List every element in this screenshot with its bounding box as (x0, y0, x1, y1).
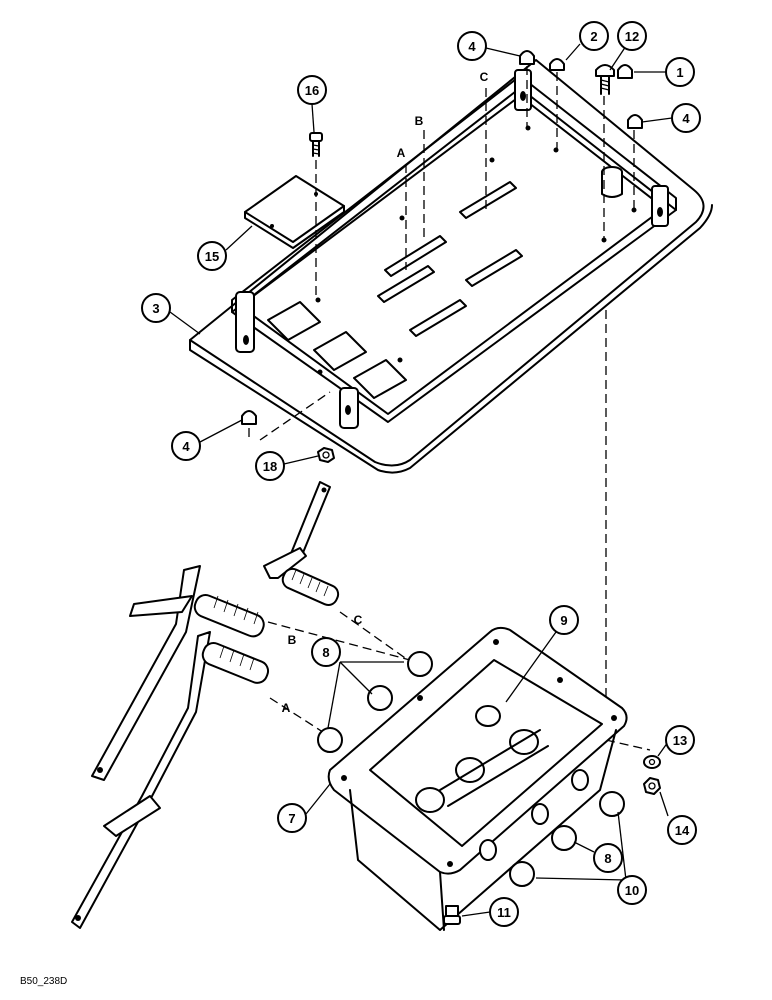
svg-text:9: 9 (560, 613, 567, 628)
path-label-a: A (397, 146, 406, 160)
path-label-c: C (354, 613, 363, 627)
callout-4: 4 (171, 431, 201, 461)
svg-text:4: 4 (682, 111, 690, 126)
path-label-b: B (288, 633, 297, 647)
bushings (317, 651, 625, 887)
path-label-a: A (282, 701, 291, 715)
washers (643, 755, 661, 795)
drawing-reference: B50_238D (20, 976, 67, 987)
callout-3: 3 (141, 293, 171, 323)
svg-text:13: 13 (673, 733, 687, 748)
housing (327, 626, 628, 931)
callout-4: 4 (457, 31, 487, 61)
callout-7: 7 (277, 803, 307, 833)
lever-c (263, 481, 340, 606)
drain-plug (443, 905, 461, 925)
callout-15: 15 (197, 241, 227, 271)
top-plate-assembly (189, 59, 713, 474)
callout-9: 9 (549, 605, 579, 635)
callout-1: 1 (665, 57, 695, 87)
callout-4: 4 (671, 103, 701, 133)
svg-text:1: 1 (676, 65, 683, 80)
svg-text:4: 4 (468, 39, 476, 54)
bolt-12 (595, 64, 615, 95)
svg-text:10: 10 (625, 883, 639, 898)
svg-text:11: 11 (497, 905, 511, 920)
path-label-c: C (480, 70, 489, 84)
svg-text:8: 8 (322, 645, 329, 660)
callout-2: 2 (579, 21, 609, 51)
svg-text:8: 8 (604, 851, 611, 866)
svg-text:3: 3 (152, 301, 159, 316)
callout-8: 8 (311, 637, 341, 667)
svg-text:16: 16 (305, 83, 319, 98)
lever-a (71, 631, 270, 929)
callout-12: 12 (617, 21, 647, 51)
svg-text:7: 7 (288, 811, 295, 826)
callout-leaders (169, 43, 673, 917)
callout-10: 10 (617, 875, 647, 905)
svg-text:4: 4 (182, 439, 190, 454)
callout-11: 11 (489, 897, 519, 927)
callout-8: 8 (593, 843, 623, 873)
callout-16: 16 (297, 75, 327, 105)
svg-text:2: 2 (590, 29, 597, 44)
path-label-b: B (415, 114, 424, 128)
svg-text:12: 12 (625, 29, 639, 44)
svg-text:14: 14 (675, 823, 690, 838)
callout-18: 18 (255, 451, 285, 481)
plug-caps (241, 50, 643, 425)
callout-14: 14 (667, 815, 697, 845)
cover-plate (244, 175, 345, 249)
alignment-lines (248, 66, 651, 751)
lever-b (91, 565, 265, 781)
screw-16 (309, 132, 323, 157)
callout-13: 13 (665, 725, 695, 755)
svg-text:18: 18 (263, 459, 277, 474)
svg-text:15: 15 (205, 249, 219, 264)
nut-18 (317, 447, 335, 463)
